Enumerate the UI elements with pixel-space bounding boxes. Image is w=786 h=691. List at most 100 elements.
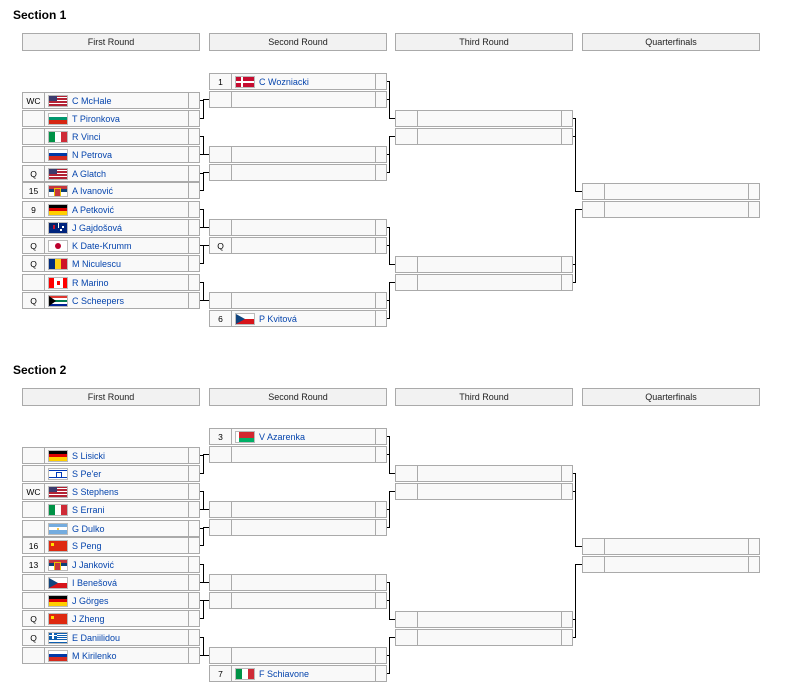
- isr-flag-icon: [48, 467, 68, 480]
- score-cell: [178, 183, 189, 198]
- player-name-cell: [232, 520, 356, 535]
- score-cell: [365, 311, 376, 326]
- bracket-line: [203, 527, 204, 546]
- player-name-link[interactable]: J Janković: [72, 560, 115, 570]
- player-name-link[interactable]: F Schiavone: [259, 669, 310, 679]
- player-name-link[interactable]: E Daniilidou: [72, 633, 121, 643]
- score-cell: [376, 502, 386, 517]
- rus-flag-icon: [48, 148, 68, 161]
- player-slot: [209, 146, 387, 163]
- player-name-link[interactable]: J Görges: [72, 596, 109, 606]
- score-cell: [189, 111, 199, 126]
- seed-label: [23, 502, 45, 517]
- player-name-link[interactable]: C McHale: [72, 96, 112, 106]
- player-name-link[interactable]: G Dulko: [72, 524, 105, 534]
- player-name-cell: [232, 502, 356, 517]
- score-cell: [178, 648, 189, 663]
- player-name-link[interactable]: C Wozniacki: [259, 77, 309, 87]
- player-slot: [209, 219, 387, 236]
- score-cell: [376, 593, 386, 608]
- player-name-link[interactable]: S Pe'er: [72, 469, 102, 479]
- round-header: Third Round: [395, 33, 573, 51]
- player-name-link[interactable]: C Scheepers: [72, 296, 125, 306]
- score-cell: [551, 257, 562, 272]
- player-name-link[interactable]: S Stephens: [72, 487, 119, 497]
- rsa-flag-icon: [48, 294, 68, 307]
- player-name-cell: [232, 447, 356, 462]
- bracket-line: [573, 118, 576, 119]
- player-name-link[interactable]: T Pironkova: [72, 114, 120, 124]
- player-name-link[interactable]: J Gajdošová: [72, 223, 123, 233]
- player-name-link[interactable]: R Marino: [72, 278, 109, 288]
- score-cell: [562, 275, 572, 290]
- seed-label: [23, 111, 45, 126]
- player-slot: J Görges: [22, 592, 200, 609]
- player-slot: S Errani: [22, 501, 200, 518]
- player-name-cell: C Wozniacki: [232, 74, 356, 89]
- bracket-line: [200, 582, 204, 583]
- bracket-line: [200, 600, 204, 601]
- player-name-link[interactable]: K Date-Krumm: [72, 241, 132, 251]
- player-name-link[interactable]: R Vinci: [72, 132, 101, 142]
- bracket-line: [389, 136, 390, 173]
- bracket-line: [389, 491, 395, 492]
- player-name-cell: S Stephens: [45, 484, 169, 499]
- player-slot: I Benešová: [22, 574, 200, 591]
- bracket-line: [387, 81, 390, 82]
- bracket-line: [387, 655, 390, 656]
- score-cell: [178, 593, 189, 608]
- bracket-line: [203, 136, 204, 155]
- player-name-link[interactable]: J Zheng: [72, 614, 105, 624]
- score-cell: [738, 184, 749, 199]
- player-name-link[interactable]: A Petković: [72, 205, 115, 215]
- bracket-line: [389, 118, 395, 119]
- player-name-link[interactable]: N Petrova: [72, 150, 113, 160]
- bracket-line: [389, 637, 395, 638]
- bracket-line: [200, 190, 204, 191]
- seed-label: [23, 147, 45, 162]
- player-name-cell: S Peng: [45, 538, 169, 553]
- player-name-link[interactable]: S Peng: [72, 541, 102, 551]
- round-header: Second Round: [209, 33, 387, 51]
- player-name-link[interactable]: M Niculescu: [72, 259, 122, 269]
- player-name-cell: [232, 220, 356, 235]
- player-name-link[interactable]: A Glatch: [72, 169, 107, 179]
- bracket-line: [203, 655, 209, 656]
- score-cell: [749, 202, 759, 217]
- score-cell: [365, 593, 376, 608]
- score-cell: [189, 484, 199, 499]
- player-name-link[interactable]: I Benešová: [72, 578, 118, 588]
- player-name-link[interactable]: M Kirilenko: [72, 651, 117, 661]
- seed-label: 7: [210, 666, 232, 681]
- seed-label: 9: [23, 202, 45, 217]
- player-slot: M Kirilenko: [22, 647, 200, 664]
- seed-label: [396, 484, 418, 499]
- score-cell: [738, 202, 749, 217]
- player-name-cell: [232, 165, 356, 180]
- player-slot: [209, 592, 387, 609]
- bracket-line: [200, 545, 204, 546]
- bracket-line: [203, 245, 209, 246]
- score-cell: [738, 557, 749, 572]
- score-cell: [376, 238, 386, 253]
- player-name-cell: A Glatch: [45, 166, 169, 181]
- player-name-link[interactable]: S Lisicki: [72, 451, 106, 461]
- score-cell: [189, 220, 199, 235]
- player-name-link[interactable]: V Azarenka: [259, 432, 306, 442]
- seed-label: [396, 257, 418, 272]
- score-cell: [189, 630, 199, 645]
- player-name-cell: [605, 202, 729, 217]
- player-name-cell: E Daniilidou: [45, 630, 169, 645]
- player-name-link[interactable]: A Ivanović: [72, 186, 114, 196]
- usa-flag-icon: [48, 485, 68, 498]
- player-name-link[interactable]: S Errani: [72, 505, 105, 515]
- score-cell: [178, 575, 189, 590]
- player-name-cell: [418, 484, 542, 499]
- bracket-line: [200, 118, 204, 119]
- bracket-line: [203, 245, 204, 264]
- score-cell: [189, 256, 199, 271]
- player-name-link[interactable]: P Kvitová: [259, 314, 297, 324]
- score-cell: [178, 466, 189, 481]
